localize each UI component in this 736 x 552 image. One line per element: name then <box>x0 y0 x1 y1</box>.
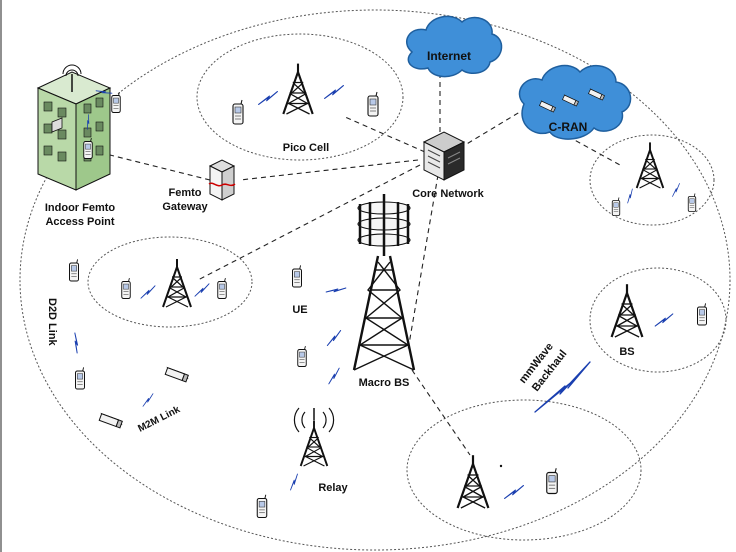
macro-cell-boundary <box>19 9 731 551</box>
small-cell-bolt-left <box>138 285 158 299</box>
bs-label: BS <box>619 346 634 358</box>
ue-label: UE <box>292 304 307 316</box>
bottom-cell-phone <box>546 467 558 495</box>
macro-bolt-2 <box>324 367 344 385</box>
femto-gateway-device <box>208 159 236 201</box>
femto-gateway-label-2: Gateway <box>162 201 208 213</box>
bs-bolt <box>653 313 675 327</box>
small-cell-left-boundary <box>87 236 253 328</box>
femto-gateway-label-1: Femto <box>169 187 202 199</box>
femto-phone-2 <box>83 137 93 159</box>
core-network-label: Core Network <box>412 188 484 200</box>
internet-label: Internet <box>427 49 471 63</box>
pico-cell-boundary <box>196 33 404 161</box>
femto-phone-1 <box>111 91 121 113</box>
indoor-femto-label-2: Access Point <box>45 216 114 228</box>
bottom-cell-bolt <box>502 484 526 500</box>
cran-phone-right <box>687 193 697 212</box>
d2d-phone-bottom <box>75 366 85 390</box>
m2m-device-bottom <box>98 413 123 429</box>
pico-cell-label: Pico Cell <box>283 142 329 154</box>
d2d-bolt <box>68 332 84 354</box>
cran-label: C-RAN <box>549 120 588 134</box>
ue-phone <box>292 264 302 288</box>
cran-bolt-right <box>668 183 684 197</box>
relay-phone <box>256 494 268 519</box>
cran-cloud: C-RAN <box>518 64 632 140</box>
bs-cell-boundary <box>589 267 727 373</box>
d2d-link-label: D2D Link <box>46 298 58 347</box>
m2m-link-label: M2M Link <box>136 404 182 435</box>
macro-bolt-1 <box>323 329 345 347</box>
pico-bolt-right <box>322 84 346 100</box>
mmwave-backhaul-bolt <box>534 361 591 413</box>
bs-tower <box>610 283 644 339</box>
pico-phone-left <box>232 99 244 125</box>
macro-bs-label: Macro BS <box>359 377 410 389</box>
bs-phone <box>697 302 707 326</box>
macro-bs-tower <box>352 194 416 371</box>
bottom-cell-boundary <box>406 399 642 541</box>
bottom-cell-dot <box>499 464 503 468</box>
bottom-cell-tower <box>456 454 490 510</box>
cran-cell-boundary <box>589 134 715 226</box>
ue-bolt <box>325 282 347 298</box>
d2d-phone-top <box>69 258 79 282</box>
small-cell-tower <box>162 258 192 308</box>
indoor-femto-label-1: Indoor Femto <box>45 202 116 214</box>
internet-cloud: Internet <box>406 15 503 78</box>
cran-bolt-left <box>622 188 638 204</box>
pico-phone-right <box>367 91 379 117</box>
small-cell-phone-right <box>217 277 227 299</box>
small-cell-bolt-right <box>192 283 212 297</box>
relay-label: Relay <box>318 482 348 494</box>
cran-tower <box>635 141 665 189</box>
small-cell-phone-left <box>121 277 131 299</box>
pico-tower <box>282 62 314 116</box>
relay-antenna <box>293 407 335 433</box>
indoor-femto-building <box>36 64 112 191</box>
m2m-device-top <box>164 367 189 383</box>
relay-bolt <box>285 473 303 491</box>
pico-bolt-left <box>256 90 280 106</box>
core-network-server <box>422 131 466 181</box>
m2m-bolt <box>139 393 157 407</box>
macro-phone-1 <box>297 345 307 367</box>
cran-phone-left <box>611 197 621 216</box>
